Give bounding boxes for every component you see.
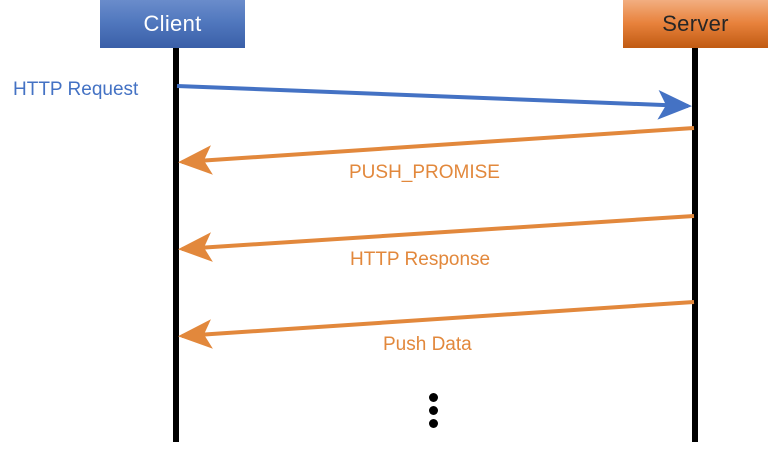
arrow-http-request	[176, 84, 692, 120]
arrow-push-promise	[178, 126, 695, 175]
message-label-http-response: HTTP Response	[350, 249, 491, 270]
arrow-push-data	[178, 300, 695, 349]
message-label-push-data: Push Data	[383, 334, 472, 355]
lifeline-server	[692, 48, 698, 442]
arrow-http-response	[178, 214, 695, 262]
actor-box-server: Server	[623, 0, 768, 48]
message-label-http-request: HTTP Request	[13, 79, 139, 100]
lifeline-client	[173, 48, 179, 442]
actor-box-client: Client	[100, 0, 245, 48]
ellipsis-dot	[429, 419, 438, 428]
ellipsis-dot	[429, 406, 438, 415]
vertical-ellipsis-icon	[427, 393, 441, 428]
ellipsis-dot	[429, 393, 438, 402]
message-label-push-promise: PUSH_PROMISE	[349, 162, 500, 183]
